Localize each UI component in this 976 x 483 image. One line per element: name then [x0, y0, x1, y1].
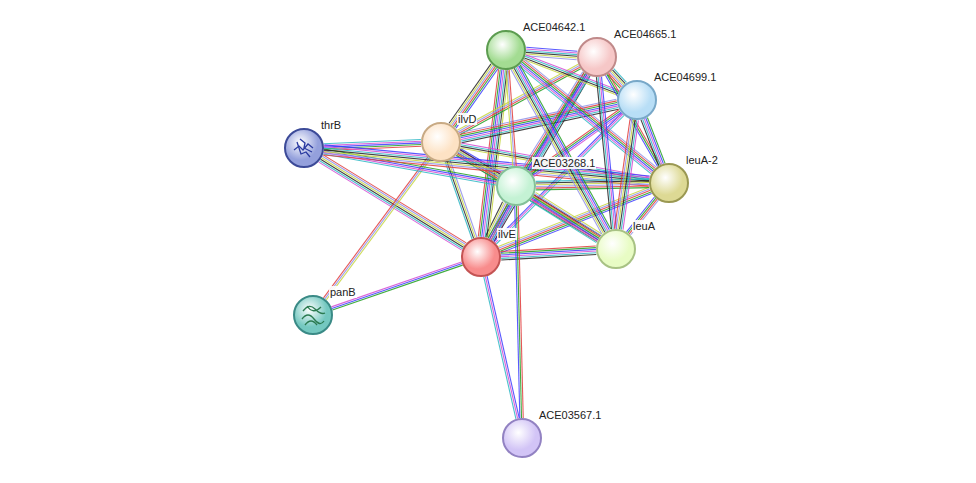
interaction-edge	[501, 246, 597, 260]
node-label: ilvD	[457, 113, 477, 125]
node-label: thrB	[320, 119, 342, 131]
structure-image	[286, 130, 322, 166]
node-label: ACE04665.1	[613, 28, 677, 40]
interaction-edge	[323, 145, 649, 186]
node-circle	[496, 166, 536, 206]
interaction-edge	[484, 276, 519, 419]
node-label: ACE04642.1	[522, 21, 586, 33]
node-circle	[649, 163, 689, 203]
node-label: leuA	[632, 220, 656, 232]
interaction-edge	[596, 77, 616, 230]
interaction-edge	[536, 179, 649, 190]
node-circle	[461, 237, 501, 277]
node-label: ilvE	[497, 228, 517, 240]
node-label: ACE03567.1	[538, 409, 602, 421]
interaction-edge	[627, 197, 659, 235]
node-label: leuA-2	[685, 154, 719, 166]
node-circle	[577, 37, 617, 77]
node-label: ACE03268.1	[532, 157, 596, 169]
interaction-edge	[615, 119, 639, 230]
interaction-edge	[641, 117, 665, 165]
node-circle	[617, 80, 657, 120]
interaction-edge	[319, 155, 466, 250]
interaction-edge	[506, 70, 516, 166]
node-circle	[502, 418, 542, 458]
node-circle	[596, 229, 636, 269]
node-circle	[293, 295, 333, 335]
interaction-edge	[324, 139, 421, 150]
node-label: panB	[329, 286, 357, 298]
structure-image	[295, 297, 331, 333]
node-circle	[421, 122, 461, 162]
node-label: ACE04699.1	[653, 71, 717, 83]
node-circle	[486, 30, 526, 70]
node-circle	[284, 128, 324, 168]
interaction-edge	[511, 65, 611, 234]
interaction-edge	[324, 157, 431, 300]
